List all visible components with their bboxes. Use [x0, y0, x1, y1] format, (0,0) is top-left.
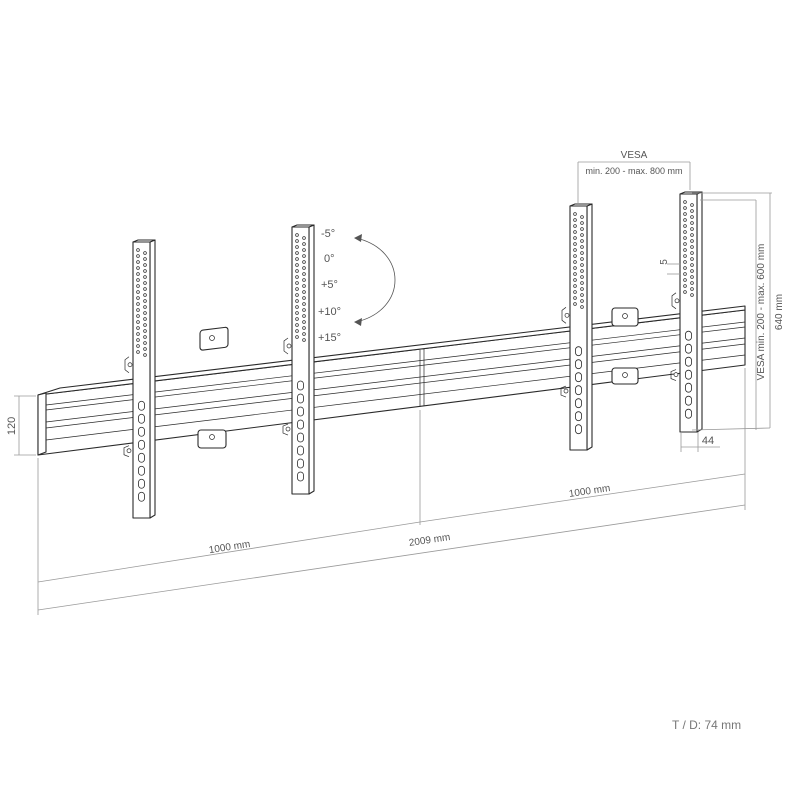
tilt-angle-label: +10°	[318, 306, 341, 318]
rail-end-cap	[37, 392, 47, 456]
vesa-brackets	[123, 191, 703, 519]
vesa-vertical-range: VESA min. 200 - max. 600 mm	[756, 244, 767, 381]
segment-left-line	[37, 521, 421, 583]
tilt-indicator: -5° 0° +5° +10° +15°	[318, 228, 396, 344]
rail-top-face	[37, 305, 746, 396]
wall-rail	[37, 305, 746, 456]
bracket-width-dimension: 44	[680, 432, 720, 452]
rail-height-dimension: 120	[6, 395, 36, 456]
total-length-line	[37, 504, 746, 611]
vesa-horizontal-range: min. 200 - max. 800 mm	[585, 166, 682, 176]
segment-right-label: 1000 mm	[568, 483, 611, 500]
tilt-angle-label: +15°	[318, 332, 341, 344]
tilt-step-label: 5	[659, 259, 670, 265]
tilt-step-dimension: 5	[659, 259, 681, 275]
vesa-title: VESA	[621, 150, 648, 161]
vesa-bracket	[282, 224, 315, 495]
vesa-bracket	[560, 203, 593, 451]
tilt-arrow-bottom	[354, 318, 362, 326]
bracket-width-label: 44	[702, 435, 714, 447]
vertical-dimensions: VESA min. 200 - max. 600 mm 640 mm	[691, 192, 785, 431]
segment-right-line	[419, 473, 746, 523]
tilt-arrow-top	[354, 234, 362, 242]
vesa-bracket	[123, 239, 156, 519]
vesa-horizontal-dimension: VESA min. 200 - max. 800 mm	[577, 150, 691, 205]
wall-plate-left	[197, 326, 229, 449]
wall-plate-right	[611, 307, 639, 385]
tilt-angle-label: +5°	[321, 279, 338, 291]
vesa-bracket	[670, 191, 703, 433]
total-length-label: 2009 mm	[408, 532, 451, 549]
tilt-angle-label: -5°	[321, 228, 335, 240]
rail-height-label: 120	[6, 417, 18, 435]
tilt-angle-label: 0°	[324, 253, 335, 265]
bracket-height-label: 640 mm	[774, 294, 785, 330]
segment-left-label: 1000 mm	[208, 539, 251, 556]
tilt-arc	[355, 237, 396, 323]
depth-note: T / D: 74 mm	[672, 718, 742, 732]
